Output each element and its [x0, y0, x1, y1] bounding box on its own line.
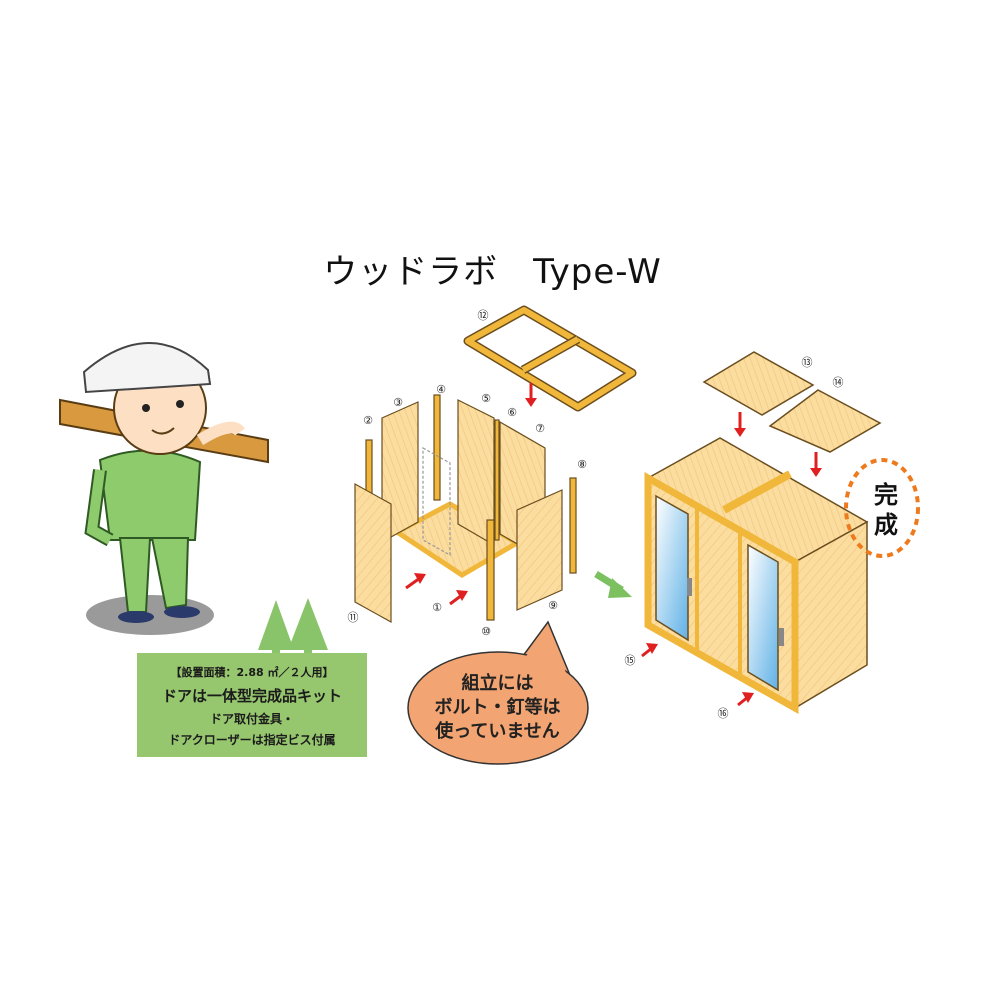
complete-label: 完 成	[866, 480, 906, 540]
panel-part-9	[516, 489, 563, 611]
roof-frame-part-12	[463, 305, 637, 412]
hardware-text-1: ドア取付金具・	[209, 712, 294, 726]
post-part-4	[433, 394, 441, 501]
complete-char: 成	[874, 511, 898, 539]
assembled-booth	[644, 351, 882, 714]
exploded-parts	[354, 305, 637, 624]
part-number: ②	[363, 414, 373, 427]
part-number: ⑩	[481, 625, 491, 638]
part-number: ⑫	[478, 309, 489, 322]
door-handle-right	[779, 628, 784, 646]
bubble-line: ボルト・釘等は	[434, 697, 561, 718]
green-arrow-icon	[594, 571, 632, 598]
part-number-labels: ① ② ③ ④ ⑤ ⑥ ⑦ ⑧ ⑨ ⑩ ⑪ ⑫ ⑬ ⑭ ⑮ ⑯	[348, 309, 844, 720]
part-number: ⑪	[348, 611, 359, 624]
door-kit-text: ドアは一体型完成品キット	[161, 687, 342, 705]
page-title: ウッドラボ Type-W	[323, 252, 662, 292]
post-part-10	[486, 519, 495, 621]
post-part-6	[494, 419, 500, 541]
part-number: ⑥	[507, 406, 517, 419]
post-part-8	[569, 477, 577, 574]
complete-dashed-circle	[844, 458, 920, 558]
tree-icons	[258, 598, 328, 658]
part-number: ⑧	[577, 458, 587, 471]
part-number: ③	[393, 396, 403, 409]
door-handle-left	[687, 578, 692, 596]
door-glass-left	[655, 494, 689, 642]
part-number: ⑬	[802, 356, 813, 369]
speech-bubble: 組立には ボルト・釘等は 使っていません	[410, 672, 585, 744]
part-number: ⑤	[481, 392, 491, 405]
part-number: ⑮	[625, 654, 636, 667]
installation-area: 【設置面積：2.88 ㎡／２人用】	[170, 666, 334, 679]
panel-part-11	[354, 482, 392, 624]
complete-char: 完	[874, 481, 898, 509]
info-box-bg	[137, 653, 367, 757]
bubble-line: 使っていません	[435, 721, 560, 742]
roof-panel-part-13	[702, 351, 815, 416]
worker-character	[59, 342, 269, 635]
door-outline	[422, 446, 451, 557]
red-arrows	[405, 383, 822, 707]
part-number: ⑦	[535, 422, 545, 435]
hardware-text-2: ドアクローザーは指定ビス付属	[168, 733, 336, 747]
roof-panel-part-14	[768, 389, 882, 453]
part-number: ⑭	[833, 376, 844, 389]
info-box: 【設置面積：2.88 ㎡／２人用】 ドアは一体型完成品キット ドア取付金具・ ド…	[140, 655, 364, 755]
part-number: ①	[432, 601, 442, 614]
part-number: ⑯	[718, 707, 729, 720]
part-number: ⑨	[548, 599, 558, 612]
speech-bubble-shape	[407, 620, 589, 765]
part-number: ④	[436, 383, 446, 396]
door-glass-right	[747, 543, 779, 692]
bubble-line: 組立には	[461, 673, 534, 694]
